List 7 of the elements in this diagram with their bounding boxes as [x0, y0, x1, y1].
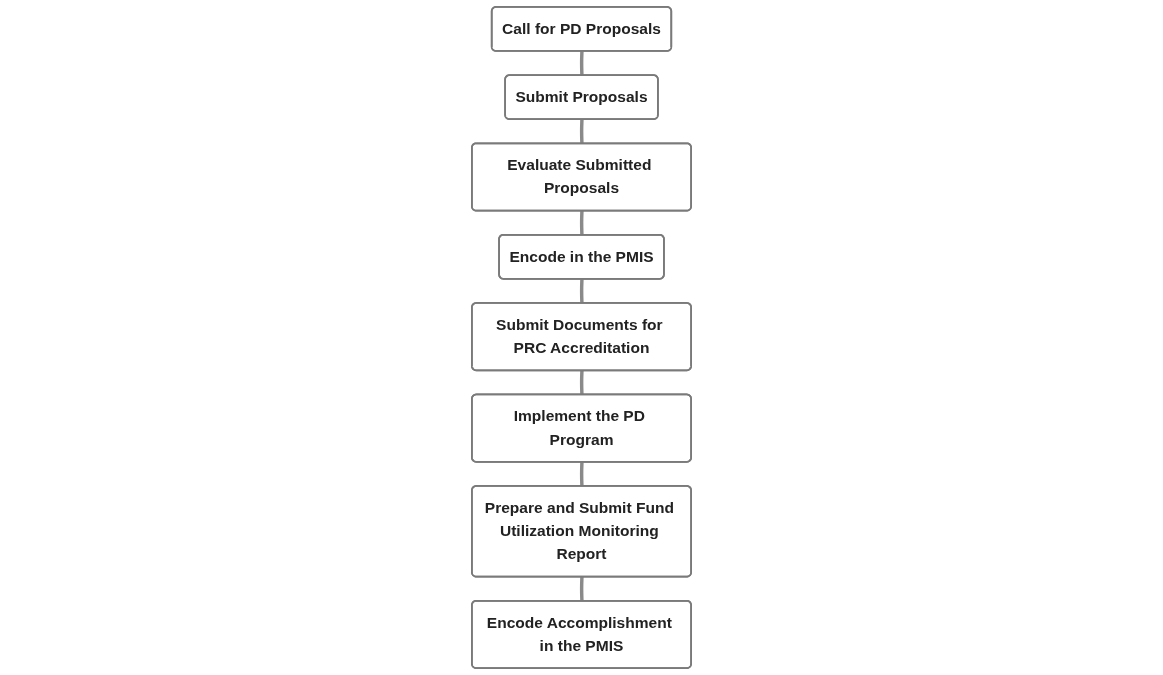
connector [579, 576, 584, 602]
connector [579, 462, 584, 487]
connector [579, 51, 584, 76]
connector [579, 279, 584, 304]
connector [579, 211, 584, 236]
connector [579, 119, 584, 144]
connector [579, 370, 584, 395]
